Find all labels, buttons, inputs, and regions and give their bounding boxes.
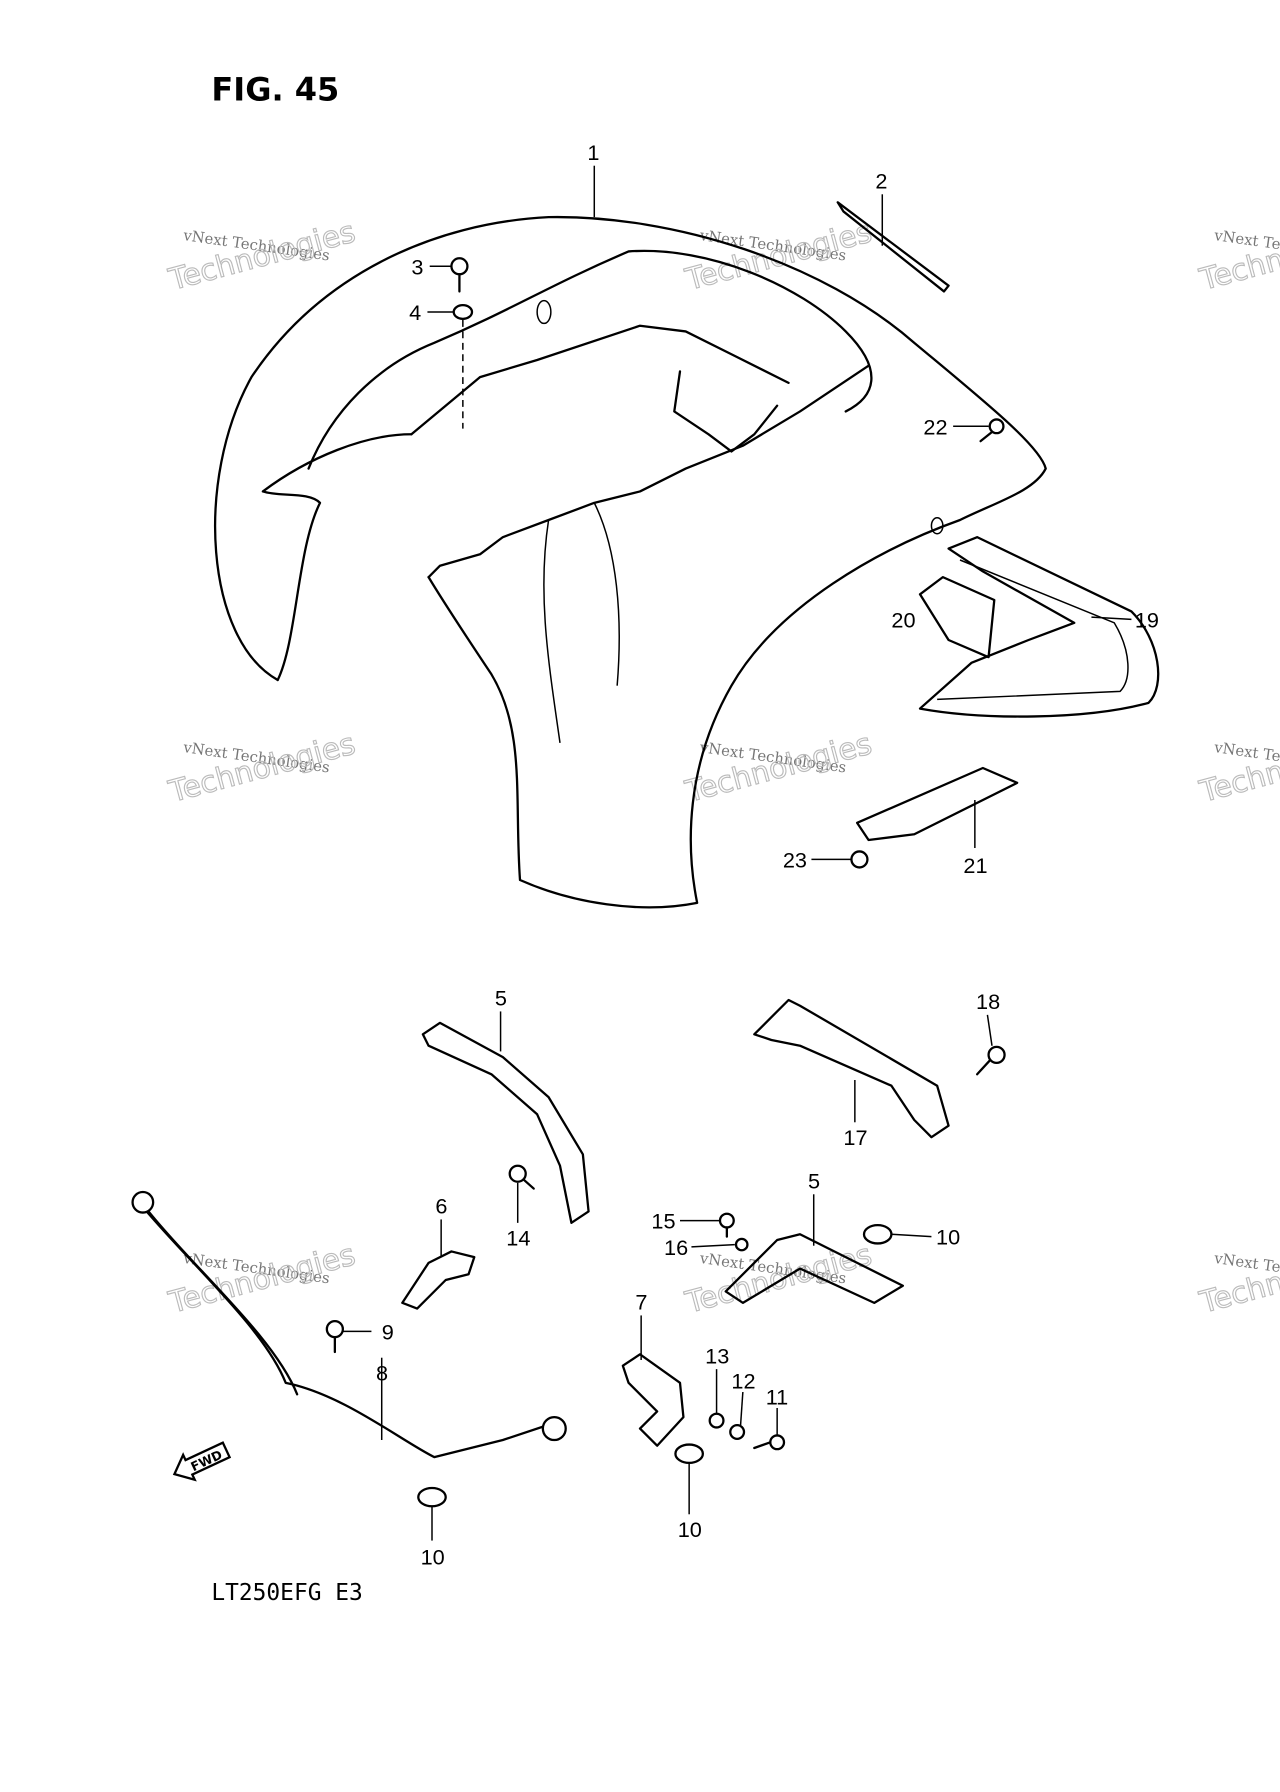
callout-21: 21 [963,853,987,878]
callout-10: 10 [421,1545,445,1570]
watermark-text: Technologies [1196,727,1280,810]
grommet-part-10[interactable] [417,1486,447,1508]
screw-part-22[interactable] [979,418,1005,443]
fender-trim-part-2[interactable] [836,201,950,293]
bracket-part-20[interactable] [918,576,996,659]
bolt-part-11[interactable] [753,1434,786,1451]
bolt-part-18[interactable] [976,1045,1006,1076]
callout-6: 6 [435,1194,447,1219]
clamp-part-6[interactable] [401,1250,476,1310]
callout-17: 17 [843,1125,867,1150]
watermark-text: Technologies [1196,215,1280,298]
bracket-part-5-left[interactable] [421,1021,590,1224]
callout-8: 8 [376,1361,388,1386]
callout-2: 2 [875,169,887,194]
rear-fender-part-1[interactable] [213,215,1047,909]
stay-part-8[interactable] [131,1190,567,1459]
figure-title: FIG. 45 [211,71,339,109]
callout-20: 20 [891,607,915,632]
callout-13: 13 [705,1343,729,1368]
callout-5: 5 [808,1169,820,1194]
callout-15: 15 [651,1209,675,1234]
washer-part-16[interactable] [734,1237,749,1252]
model-code: LT250EFG E3 [211,1580,362,1606]
fwd-arrow-icon: FWD [172,1441,232,1482]
callout-5: 5 [495,986,507,1011]
bracket-part-5-right[interactable] [724,1233,904,1304]
callout-22: 22 [923,414,947,439]
bolt-part-9[interactable] [325,1320,344,1354]
mud-guard-part-19[interactable] [918,536,1160,718]
callout-3: 3 [411,254,423,279]
callout-19: 19 [1135,607,1159,632]
callout-14: 14 [506,1226,530,1251]
washer-part-13[interactable] [708,1412,725,1429]
nut-part-23[interactable] [850,850,869,869]
callout-12: 12 [731,1369,755,1394]
callout-18: 18 [976,989,1000,1014]
nut-part-12[interactable] [729,1424,746,1440]
callout-9: 9 [382,1319,394,1344]
callout-10: 10 [936,1225,960,1250]
grommet-part-10[interactable] [862,1224,893,1245]
bracket-part-7[interactable] [621,1353,685,1447]
callout-11: 11 [766,1385,789,1410]
washer-part-4[interactable] [452,304,474,320]
bracket-part-17[interactable] [753,998,950,1139]
plate-part-21[interactable] [856,766,1019,842]
callout-4: 4 [409,300,421,325]
callout-1: 1 [587,140,599,165]
grommet-part-10[interactable] [674,1443,704,1464]
callout-7: 7 [635,1290,647,1315]
screw-part-3[interactable] [450,257,469,293]
callout-23: 23 [783,847,807,872]
callout-10: 10 [678,1517,702,1542]
watermark-text: Technologies [1196,1237,1280,1320]
bolt-part-14[interactable] [508,1164,535,1190]
bolt-part-15[interactable] [718,1212,735,1238]
callout-16: 16 [664,1235,688,1260]
leader-lines [342,165,1132,1541]
